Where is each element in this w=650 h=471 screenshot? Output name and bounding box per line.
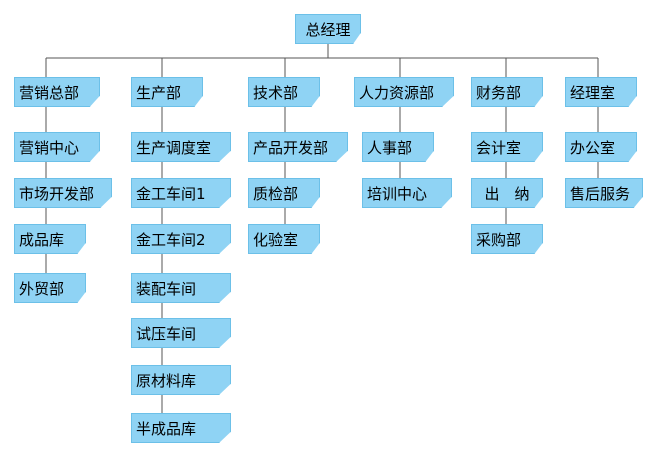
child-node: 化验室 [248,224,320,254]
dept-node-technology: 技术部 [248,77,320,107]
child-node: 人事部 [362,132,434,162]
child-node: 会计室 [471,132,543,162]
child-node: 售后服务 [565,178,643,208]
root-node: 总经理 [295,14,361,44]
dept-node-production: 生产部 [131,77,203,107]
dept-node-manager-office: 经理室 [565,77,637,107]
dept-node-marketing: 营销总部 [14,77,100,107]
child-node: 质检部 [248,178,320,208]
dept-node-hr: 人力资源部 [354,77,454,107]
child-node: 产品开发部 [248,132,348,162]
child-node: 半成品库 [131,413,231,443]
child-node: 出 纳 [471,178,543,208]
child-node: 装配车间 [131,273,231,303]
child-node: 试压车间 [131,318,231,348]
child-node: 金工车间2 [131,224,231,254]
child-node: 外贸部 [14,273,86,303]
child-node: 原材料库 [131,365,231,395]
child-node: 采购部 [471,224,543,254]
child-node: 营销中心 [14,132,100,162]
child-node: 生产调度室 [131,132,231,162]
child-node: 市场开发部 [14,178,112,208]
child-node: 成品库 [14,224,86,254]
dept-node-finance: 财务部 [471,77,543,107]
child-node: 金工车间1 [131,178,231,208]
child-node: 办公室 [565,132,637,162]
child-node: 培训中心 [362,178,452,208]
